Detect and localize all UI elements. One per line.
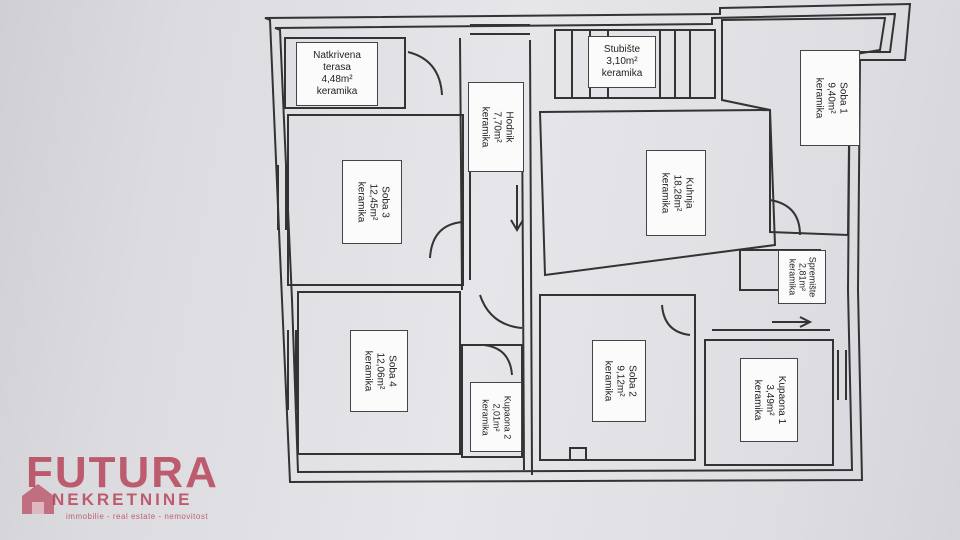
futura-logo: FUTURA NEKRETNINE immobilie - real estat…: [18, 448, 258, 528]
logo-tagline: immobilie - real estate - nemovitost: [66, 512, 209, 521]
logo-main-text: FUTURA: [26, 448, 219, 497]
house-icon: [22, 484, 54, 514]
logo-sub-text: NEKRETNINE: [52, 490, 193, 509]
